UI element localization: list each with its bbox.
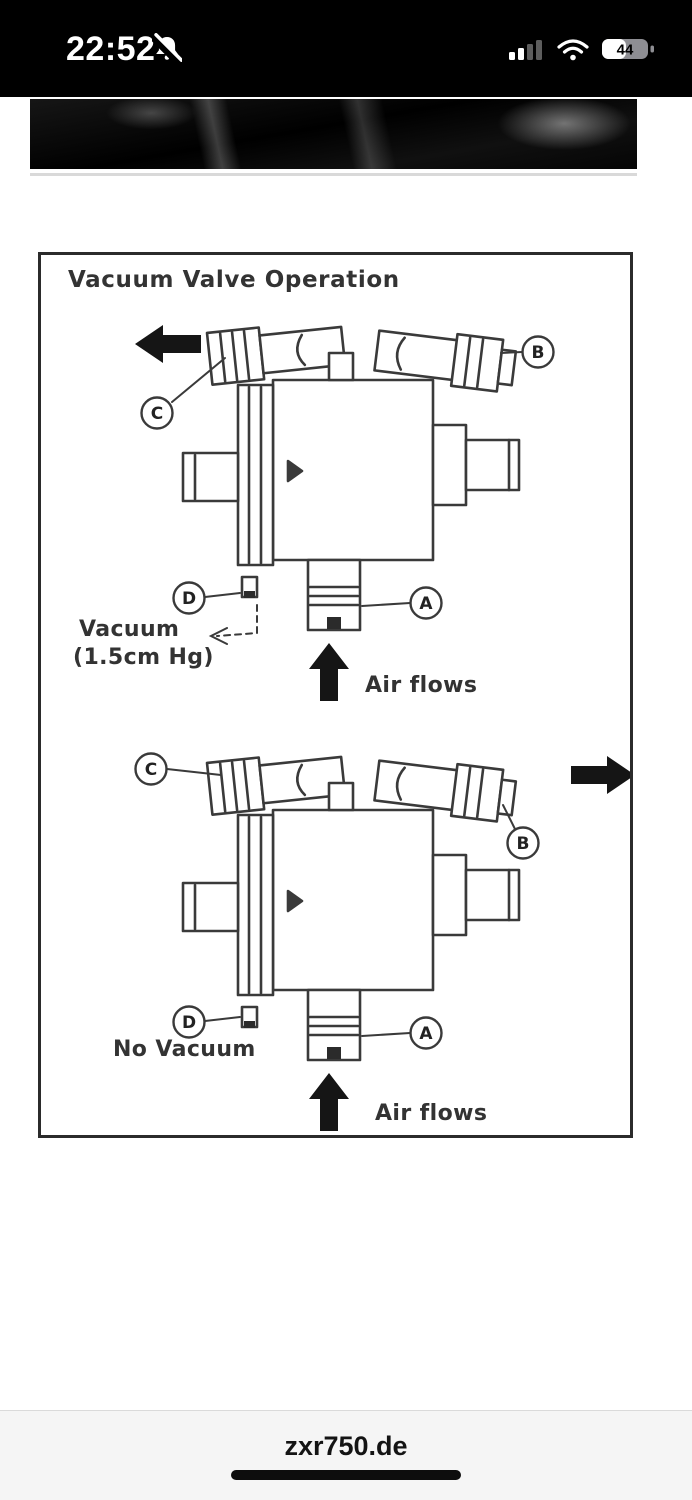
label-badge-b [506,826,540,860]
photo-divider [30,173,637,176]
label-a: A [419,1024,433,1044]
label-c: C [145,760,157,780]
battery-icon: 44 [602,39,654,59]
url-label[interactable]: zxr750.de [284,1431,408,1461]
label-badge-c [134,752,168,786]
label-badge-c [140,396,174,430]
label-c: C [151,404,163,424]
diagram-bottom-annotations: C B D A [134,752,630,1131]
status-bar-right-cluster: 44 [508,36,658,62]
status-time: 22:52 [66,30,156,68]
cellular-signal-icon [509,40,542,60]
flow-arrow-right-icon [571,756,630,794]
valve-drawing-top [181,317,521,632]
vacuum-valve-diagram: C B D A C B D A [134,317,630,1131]
vacuum-arrowhead-icon [208,627,228,645]
label-d: D [182,589,196,609]
label-badge-d [172,1005,206,1039]
label-b: B [532,343,545,363]
label-badge-a [409,1016,443,1050]
bell-slash-icon [152,33,182,63]
label-badge-d [172,581,206,615]
vacuum-dashed-line [216,604,258,637]
airflow-arrow-up-icon [309,1073,349,1131]
diagram-box[interactable]: Vacuum Valve Operation [38,252,633,1138]
status-bar: 22:52 44 [0,0,692,97]
caption-air-flows-top: Air flows [365,673,478,698]
caption-vacuum: Vacuum [79,617,180,642]
battery-percent: 44 [617,42,634,59]
flow-arrow-left-icon [135,325,201,363]
photo-thumbnail[interactable] [30,99,637,169]
label-badge-b [521,335,555,369]
label-d: D [182,1013,196,1033]
airflow-arrow-up-icon [309,643,349,701]
label-b: B [517,834,530,854]
diagram-title: Vacuum Valve Operation [68,267,400,293]
browser-footer: zxr750.de [0,1410,692,1500]
wifi-icon [557,39,589,61]
valve-drawing-bottom [181,747,521,1062]
caption-vacuum-value: (1.5cm Hg) [73,645,214,670]
diagram-top-annotations: C B D A [135,325,555,701]
label-a: A [419,594,433,614]
caption-air-flows-bottom: Air flows [375,1101,488,1126]
label-badge-a [409,586,443,620]
home-indicator[interactable] [231,1470,461,1480]
caption-no-vacuum: No Vacuum [113,1037,256,1062]
